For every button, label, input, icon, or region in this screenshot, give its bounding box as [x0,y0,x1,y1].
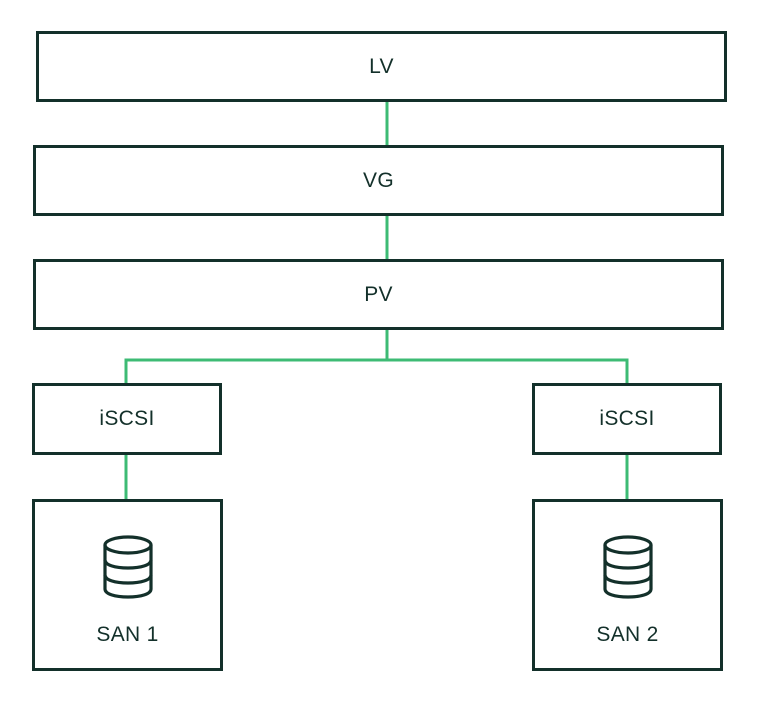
iscsi-box-left: iSCSI [32,383,222,455]
database-icon [102,535,153,599]
pv-box: PV [33,259,724,330]
iscsi-box-right: iSCSI [532,383,722,455]
san2-box: SAN 2 [532,499,723,671]
vg-box: VG [33,145,724,216]
vg-label: VG [363,168,394,192]
lv-box: LV [36,31,727,102]
pv-label: PV [364,282,393,306]
lv-label: LV [369,54,394,78]
san2-label: SAN 2 [596,623,659,646]
san1-label: SAN 1 [96,623,159,646]
iscsi-label-left: iSCSI [99,407,155,430]
connector-pv-iscsi [124,358,629,384]
san1-box: SAN 1 [32,499,223,671]
iscsi-label-right: iSCSI [599,407,655,430]
database-icon [602,535,653,599]
